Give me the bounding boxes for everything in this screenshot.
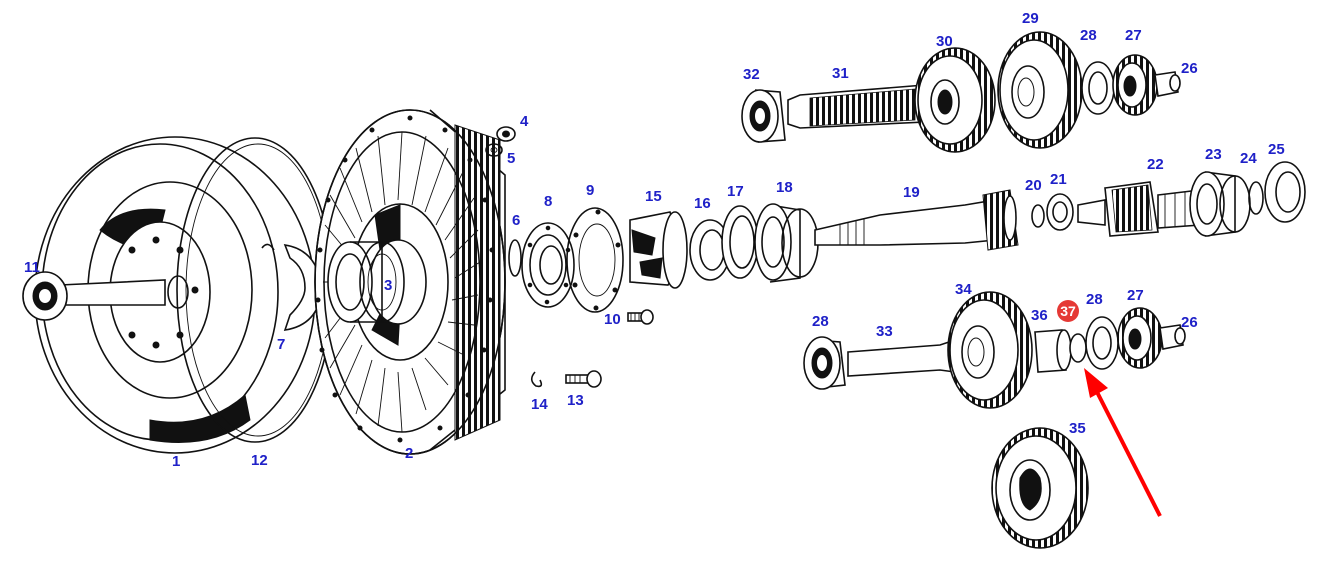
label-part-24: 24 [1240,150,1257,167]
label-part-12: 12 [251,452,268,469]
part-nut [496,126,516,142]
label-part-35: 35 [1069,420,1086,437]
label-part-8: 8 [544,193,552,210]
label-part-1: 1 [172,453,180,470]
part-bolt-10 [627,309,654,325]
label-part-15: 15 [645,188,662,205]
part-labels: 1 2 3 4 5 6 7 8 9 10 11 12 13 14 15 16 1… [24,10,1285,470]
part-spacer-37 [1069,333,1087,363]
label-part-36: 36 [1031,307,1048,324]
label-part-5: 5 [507,150,515,167]
label-part-13: 13 [567,392,584,409]
pointer-arrow [1084,368,1162,517]
part-washer [485,143,503,157]
label-part-6: 6 [512,212,520,229]
label-part-20: 20 [1025,177,1042,194]
part-bearing-18 [754,203,819,283]
label-part-27-lower: 27 [1127,287,1144,304]
part-gear-27-top [1112,54,1158,116]
label-part-32: 32 [743,66,760,83]
part-bearing-28-lower [803,336,846,390]
part-gasket [566,207,624,313]
label-part-10: 10 [604,311,621,328]
label-part-37: 37 [1060,303,1076,319]
label-part-19: 19 [903,184,920,201]
label-part-9: 9 [586,182,594,199]
label-part-14: 14 [531,396,548,413]
part-hub-bearing [327,241,405,323]
part-gear-34 [947,291,1033,409]
label-part-16: 16 [694,195,711,212]
part-race-25 [1264,161,1306,223]
part-gear-30 [914,47,996,153]
highlight-badge [1057,300,1079,322]
label-part-3: 3 [384,277,392,294]
part-shaft-33 [847,338,956,377]
part-stub-26-top [1154,71,1181,97]
label-part-28-right: 28 [1086,291,1103,308]
label-part-18: 18 [776,179,793,196]
part-output-shaft [1077,181,1201,237]
part-snap-ring-20 [1031,204,1045,228]
part-clip [530,371,543,388]
part-small-ring [508,239,522,277]
label-part-21: 21 [1050,171,1067,188]
part-gear-27-lower [1117,307,1163,369]
label-part-30: 30 [936,33,953,50]
label-part-26-lower: 26 [1181,314,1198,331]
part-torque-converter [22,136,316,454]
part-gear-29 [997,31,1083,149]
label-part-4: 4 [520,113,529,130]
label-part-28-top: 28 [1080,27,1097,44]
part-bolt-13 [565,370,602,388]
label-part-29: 29 [1022,10,1039,27]
part-hub-36 [1034,329,1072,373]
label-part-34: 34 [955,281,972,298]
part-stub-26-lower [1159,324,1186,350]
part-pump-housing [629,211,688,289]
part-needle-bearing-21 [1046,193,1074,231]
label-part-23: 23 [1205,146,1222,163]
label-part-7: 7 [277,336,285,353]
label-part-2: 2 [405,445,413,462]
label-part-25: 25 [1268,141,1285,158]
part-bearing-32 [741,89,786,143]
part-bearing-28-right [1085,316,1119,370]
label-part-26-top: 26 [1181,60,1198,77]
label-part-22: 22 [1147,156,1164,173]
label-part-37-highlight: 37 [1057,300,1079,322]
part-snap-ring-24 [1248,181,1264,215]
part-input-shaft [814,189,1019,251]
label-part-33: 33 [876,323,893,340]
part-cover-flange [521,222,575,308]
label-part-17: 17 [727,183,744,200]
label-part-27-top: 27 [1125,27,1142,44]
label-part-31: 31 [832,65,849,82]
label-part-28-lower: 28 [812,313,829,330]
part-bearing-28-top [1081,61,1115,115]
part-bearing-23 [1189,171,1251,237]
part-gear-35 [991,427,1089,549]
part-race-17 [721,205,759,279]
label-part-11: 11 [24,259,40,276]
part-countershaft-31 [787,84,926,129]
